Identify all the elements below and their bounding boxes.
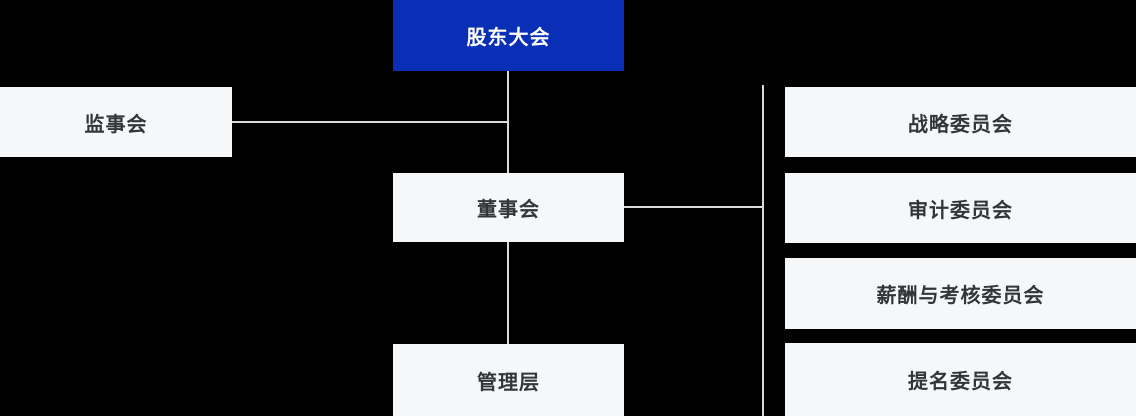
connector-supervisory-center — [232, 121, 509, 123]
node-remuneration-committee-label: 薪酬与考核委员会 — [876, 285, 1045, 307]
node-management: 管理层 — [393, 344, 624, 416]
node-nomination-committee: 提名委员会 — [785, 343, 1136, 416]
connector-board-management — [507, 242, 509, 344]
node-management-label: 管理层 — [477, 371, 540, 394]
node-shareholders-meeting-label: 股东大会 — [466, 27, 551, 49]
node-supervisory-board: 监事会 — [0, 87, 232, 157]
node-supervisory-board-label: 监事会 — [84, 113, 148, 136]
connector-board-committees — [624, 206, 763, 208]
connector-committee-spine — [762, 85, 764, 416]
node-strategy-committee: 战略委员会 — [785, 87, 1136, 157]
node-nomination-committee-label: 提名委员会 — [908, 371, 1013, 393]
node-shareholders-meeting: 股东大会 — [393, 0, 624, 71]
node-remuneration-committee: 薪酬与考核委员会 — [785, 258, 1136, 329]
node-board-of-directors: 董事会 — [393, 173, 624, 242]
node-audit-committee-label: 审计委员会 — [908, 199, 1013, 222]
node-audit-committee: 审计委员会 — [785, 173, 1136, 243]
node-strategy-committee-label: 战略委员会 — [908, 113, 1013, 136]
node-board-of-directors-label: 董事会 — [477, 199, 540, 221]
